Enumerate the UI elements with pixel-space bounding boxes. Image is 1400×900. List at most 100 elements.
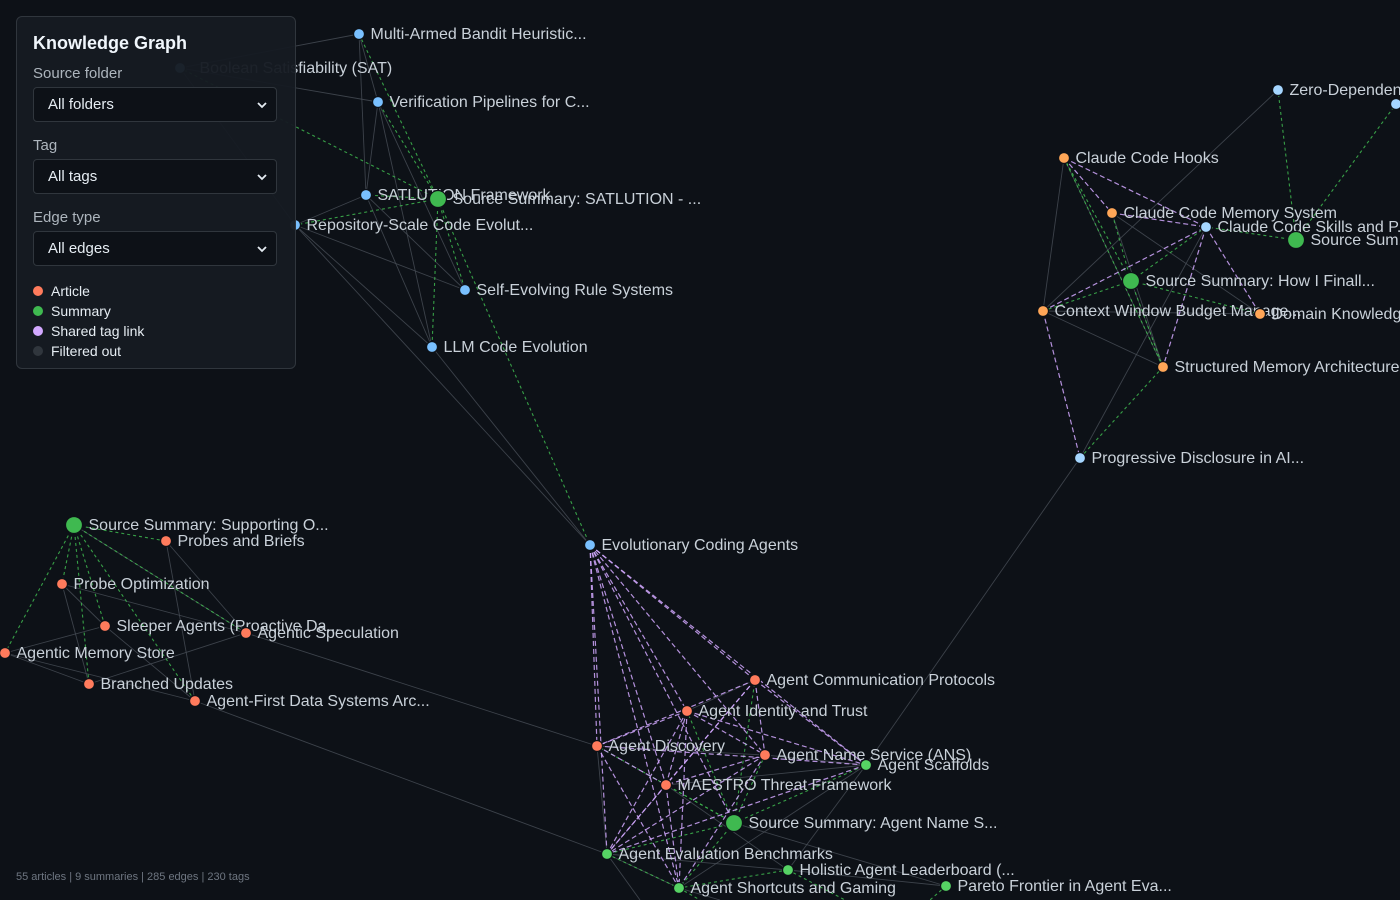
panel-title: Knowledge Graph xyxy=(33,33,188,53)
node-dot[interactable] xyxy=(371,95,385,109)
node-label: SATLUTION Framework xyxy=(378,187,552,204)
node-dot[interactable] xyxy=(1121,271,1141,291)
node-dot[interactable] xyxy=(1271,83,1285,97)
graph-node-ams[interactable]: Agentic Memory Store xyxy=(0,645,175,662)
graph-node-afds[interactable]: Agent-First Data Systems Arc... xyxy=(188,693,430,710)
summary-edge xyxy=(73,524,90,685)
node-dot[interactable] xyxy=(1286,230,1306,250)
graph-node-ccsp[interactable]: Claude Code Skills and P... xyxy=(1199,219,1400,236)
graph-node-sa[interactable]: Sleeper Agents (Proactive Da... xyxy=(98,618,340,635)
node-dot[interactable] xyxy=(1073,451,1087,465)
graph-node-eca[interactable]: Evolutionary Coding Agents xyxy=(583,537,799,554)
tag-select[interactable]: All tags xyxy=(33,159,277,194)
graph-node-mtf[interactable]: MAESTRO Threat Framework xyxy=(659,777,893,794)
link-edge xyxy=(294,224,591,546)
graph-node-cch[interactable]: Claude Code Hooks xyxy=(1057,150,1219,167)
node-dot[interactable] xyxy=(659,778,673,792)
graph-node-sssat[interactable]: Source Summary: SATLUTION - ... xyxy=(428,189,702,209)
source-folder-value: All folders xyxy=(48,96,114,113)
link-edge xyxy=(4,625,106,654)
node-dot[interactable] xyxy=(1036,304,1050,318)
node-dot[interactable] xyxy=(428,189,448,209)
link-edge xyxy=(294,194,367,226)
node-dot[interactable] xyxy=(82,677,96,691)
node-dot[interactable] xyxy=(680,704,694,718)
node-dot[interactable] xyxy=(159,534,173,548)
graph-node-ait[interactable]: Agent Identity and Trust xyxy=(680,703,869,720)
graph-node-asg[interactable]: Agent Shortcuts and Gaming xyxy=(672,880,896,897)
shared-tag-edge xyxy=(596,745,867,766)
node-dot[interactable] xyxy=(600,847,614,861)
graph-node-asc[interactable]: Agent Scaffolds xyxy=(859,757,990,774)
node-dot[interactable] xyxy=(1057,151,1071,165)
graph-node-dk[interactable]: Domain Knowledge... xyxy=(1253,306,1400,323)
node-dot[interactable] xyxy=(1253,307,1267,321)
summary-edge xyxy=(606,822,735,855)
article-dot-icon xyxy=(33,286,43,296)
summary-edge xyxy=(665,784,735,824)
graph-node-zd2[interactable] xyxy=(1389,97,1400,111)
node-dot[interactable] xyxy=(188,694,202,708)
node-dot[interactable] xyxy=(583,538,597,552)
graph-node-as[interactable]: Agentic Speculation xyxy=(239,625,399,642)
graph-node-vp[interactable]: Verification Pipelines for C... xyxy=(371,94,590,111)
summary-edge xyxy=(787,869,846,900)
graph-node-pb[interactable]: Probes and Briefs xyxy=(159,533,305,550)
graph-node-ssans[interactable]: Source Summary: Agent Name S... xyxy=(724,813,998,833)
node-dot[interactable] xyxy=(724,813,744,833)
graph-node-pdai[interactable]: Progressive Disclosure in AI... xyxy=(1073,450,1305,467)
graph-node-ssum[interactable]: Source Sum... xyxy=(1286,230,1400,250)
graph-node-rsc[interactable]: Repository-Scale Code Evolut... xyxy=(288,217,534,234)
shared-tag-edge xyxy=(589,544,667,786)
node-dot[interactable] xyxy=(425,340,439,354)
graph-node-hal[interactable]: Holistic Agent Leaderboard (... xyxy=(781,862,1015,879)
graph-node-sssup[interactable]: Source Summary: Supporting O... xyxy=(64,515,329,535)
node-dot[interactable] xyxy=(359,188,373,202)
node-dot[interactable] xyxy=(1156,360,1170,374)
node-dot[interactable] xyxy=(98,619,112,633)
graph-node-aeb[interactable]: Agent Evaluation Benchmarks xyxy=(600,846,833,863)
graph-node-pf[interactable]: Pareto Frontier in Agent Eva... xyxy=(939,878,1172,895)
link-edge xyxy=(245,632,598,747)
node-dot[interactable] xyxy=(859,758,873,772)
edge-type-select[interactable]: All edges xyxy=(33,231,277,266)
node-dot[interactable] xyxy=(1389,97,1400,111)
node-dot[interactable] xyxy=(64,515,84,535)
graph-node-sshow[interactable]: Source Summary: How I Finall... xyxy=(1121,271,1375,291)
graph-node-zd[interactable]: Zero-Dependency... xyxy=(1271,82,1400,99)
shared-tag-edge xyxy=(678,710,688,889)
node-dot[interactable] xyxy=(590,739,604,753)
node-dot[interactable] xyxy=(458,283,472,297)
node-dot[interactable] xyxy=(0,646,12,660)
node-label: Agent Scaffolds xyxy=(878,757,990,774)
graph-node-llm[interactable]: LLM Code Evolution xyxy=(425,339,588,356)
node-dot[interactable] xyxy=(939,879,953,893)
graph-node-ccms[interactable]: Claude Code Memory System xyxy=(1105,205,1337,222)
graph-node-mab[interactable]: Multi-Armed Bandit Heuristic... xyxy=(352,26,587,43)
graph-nodes: Multi-Armed Bandit Heuristic...Boolean S… xyxy=(0,26,1400,897)
node-dot[interactable] xyxy=(55,577,69,591)
source-folder-select[interactable]: All folders xyxy=(33,87,277,122)
node-dot[interactable] xyxy=(239,626,253,640)
node-dot[interactable] xyxy=(672,881,686,895)
shared-tag-edge xyxy=(589,544,735,824)
node-dot[interactable] xyxy=(758,748,772,762)
node-dot[interactable] xyxy=(1105,206,1119,220)
tag-label: Tag xyxy=(33,137,58,154)
graph-node-ad[interactable]: Agent Discovery xyxy=(590,738,726,755)
node-dot[interactable] xyxy=(352,27,366,41)
graph-node-po[interactable]: Probe Optimization xyxy=(55,576,210,593)
node-dot[interactable] xyxy=(748,673,762,687)
graph-node-ans[interactable]: Agent Name Service (ANS) xyxy=(758,747,972,764)
graph-node-satf[interactable]: SATLUTION Framework xyxy=(359,187,552,204)
node-dot[interactable] xyxy=(781,863,795,877)
graph-node-ser[interactable]: Self-Evolving Rule Systems xyxy=(458,282,674,299)
graph-node-acp[interactable]: Agent Communication Protocols xyxy=(748,672,996,689)
graph-node-sma[interactable]: Structured Memory Architecture xyxy=(1156,359,1400,376)
node-dot[interactable] xyxy=(1199,220,1213,234)
summary-edge xyxy=(733,754,766,824)
link-edge xyxy=(1042,310,1164,368)
graph-node-bu[interactable]: Branched Updates xyxy=(82,676,234,693)
graph-node-cwbm[interactable]: Context Window Budget Manage... xyxy=(1036,303,1302,320)
